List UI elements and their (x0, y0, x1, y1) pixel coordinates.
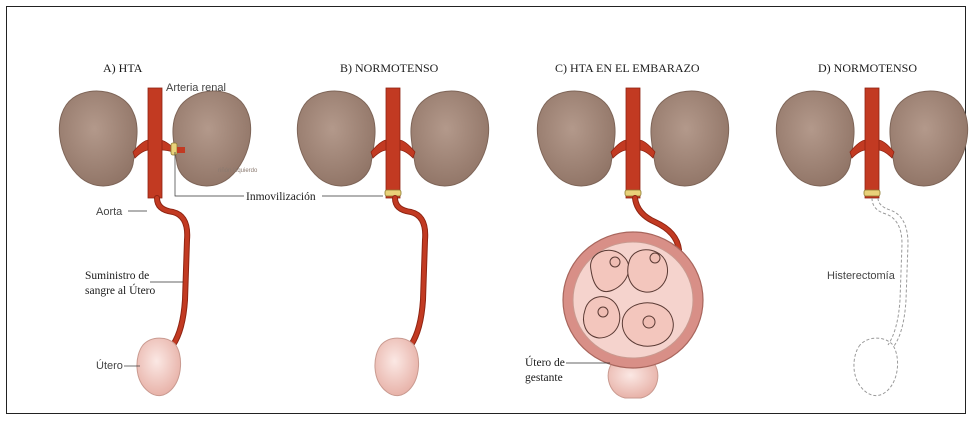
panel-d: D) NORMOTENSO (776, 61, 967, 396)
removed-uterus (854, 338, 898, 396)
panel-c-title: C) HTA EN EL EMBARAZO (555, 61, 700, 75)
aorta-clamp-b (385, 190, 401, 196)
label-utero-gestante-1: Útero de (525, 355, 565, 369)
label-histerectomia: Histerectomía (827, 270, 896, 282)
label-inmovilizacion: Inmovilización (246, 191, 316, 203)
panel-a: A) HTA (59, 61, 250, 396)
uterus-b (375, 338, 419, 396)
panel-d-title: D) NORMOTENSO (818, 61, 917, 75)
renal-clamp (171, 143, 177, 155)
label-arteria-renal: Arteria renal (166, 82, 226, 94)
label-rinon-izquierdo: riñón izquierdo (218, 168, 258, 174)
label-aorta: Aorta (96, 206, 123, 218)
label-suministro-1: Suministro de (85, 270, 149, 282)
gravid-uterus (563, 232, 703, 398)
panel-c: C) HTA EN EL EMBARAZO (537, 61, 728, 398)
panel-b: B) NORMOTENSO (297, 61, 488, 396)
label-suministro-2: sangre al Útero (85, 283, 155, 297)
aorta-clamp-c (625, 190, 641, 196)
label-utero-gestante-2: gestante (525, 372, 563, 384)
panel-b-title: B) NORMOTENSO (340, 61, 439, 75)
panel-a-title: A) HTA (103, 61, 143, 75)
aorta-clamp-d (864, 190, 880, 196)
uterus-a (137, 338, 181, 396)
label-utero: Útero (96, 359, 123, 372)
